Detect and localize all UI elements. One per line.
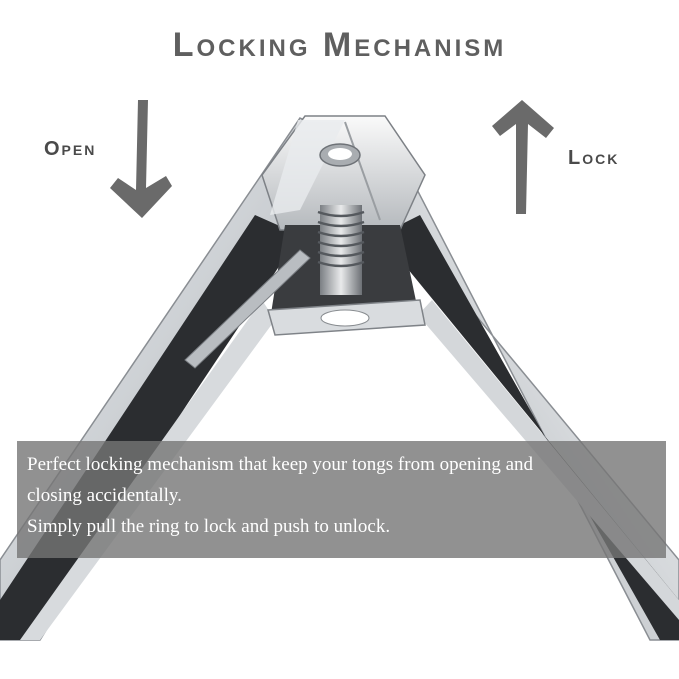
lock-plate [267, 299, 426, 336]
lock-ring-rod [184, 249, 311, 369]
open-label: Open [44, 138, 97, 160]
caption-box: Perfect locking mechanism that keep your… [17, 441, 666, 558]
caption-line-2: closing accidentally. [27, 485, 182, 506]
spring [317, 205, 365, 295]
page-title: Locking Mechanism [172, 26, 507, 64]
caption-line-1: Perfect locking mechanism that keep your… [27, 454, 534, 475]
arrow-down-icon [110, 100, 172, 218]
arrow-up-icon [492, 100, 554, 214]
hinge-cap [261, 115, 426, 231]
caption-line-3: Simply pull the ring to lock and push to… [27, 516, 391, 537]
lock-label: Lock [568, 147, 620, 169]
